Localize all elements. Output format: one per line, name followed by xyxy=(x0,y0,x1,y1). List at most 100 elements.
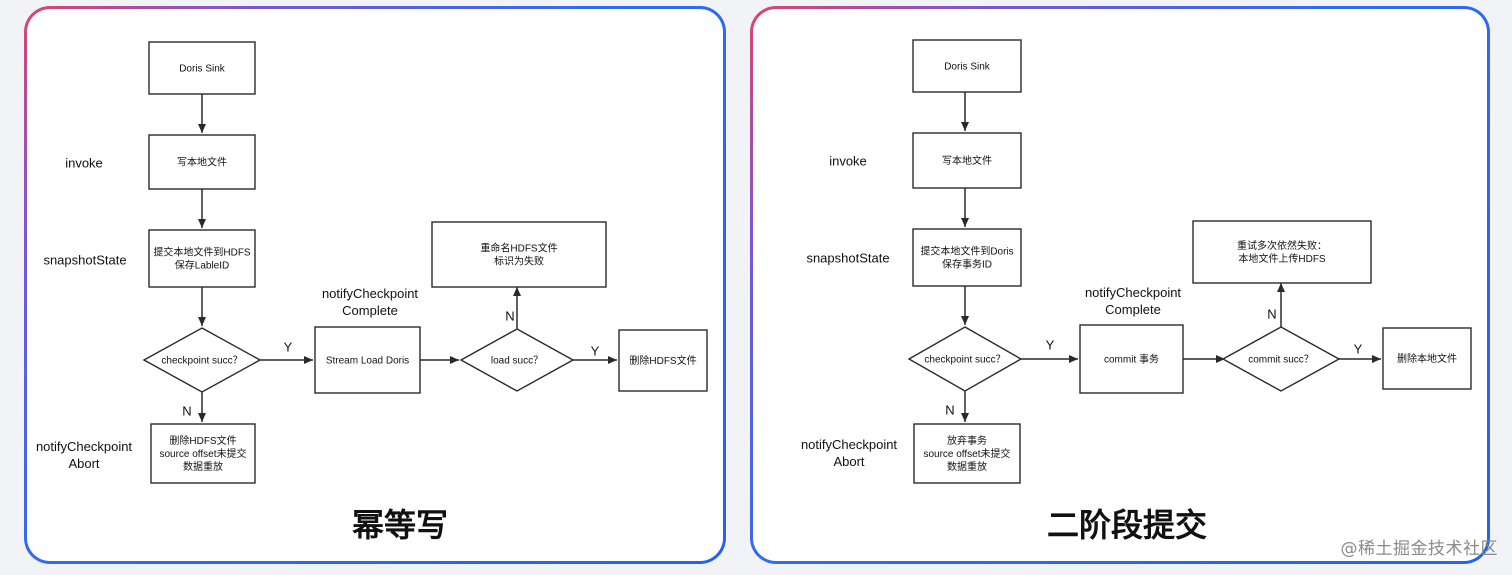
text-line: Abort xyxy=(833,454,864,469)
edge-label-n-checkpoint: N xyxy=(945,403,954,418)
edge-label-y-load: Y xyxy=(591,344,600,359)
text-line: 删除HDFS文件 xyxy=(169,434,236,447)
text-line: 幂等写 xyxy=(352,506,448,544)
text-line: Complete xyxy=(342,303,398,318)
text-line: source offset未提交 xyxy=(923,447,1010,460)
svg-text:删除本地文件: 删除本地文件 xyxy=(1397,352,1457,365)
text-line: invoke xyxy=(829,154,867,169)
panel-title-left: 幂等写 xyxy=(352,506,448,544)
text-line: N xyxy=(505,309,514,324)
text-line: Stream Load Doris xyxy=(326,356,409,367)
node-stream-load-doris: Stream Load Doris xyxy=(314,326,421,394)
text-line: notifyCheckpoint xyxy=(1085,285,1181,300)
text-line: checkpoint succ？ xyxy=(161,356,242,367)
svg-text:Doris Sink: Doris Sink xyxy=(944,62,991,73)
node-doris-sink: Doris Sink xyxy=(912,39,1022,93)
node-delete-local-file: 删除本地文件 xyxy=(1382,327,1472,390)
text-line: notifyCheckpoint xyxy=(322,286,418,301)
text-line: 二阶段提交 xyxy=(1047,506,1207,544)
edge-label-y-commit: Y xyxy=(1354,342,1363,357)
svg-text:commit succ？: commit succ？ xyxy=(1248,355,1314,366)
text-line: snapshotState xyxy=(43,253,126,268)
text-line: source offset未提交 xyxy=(159,447,246,460)
node-commit-transaction: commit 事务 xyxy=(1079,324,1184,394)
text-line: 数据重放 xyxy=(947,460,987,473)
text-line: Abort xyxy=(68,456,99,471)
text-line: Complete xyxy=(1105,302,1161,317)
text-line: Doris Sink xyxy=(179,64,226,75)
right-edges xyxy=(961,92,1381,422)
text-line: snapshotState xyxy=(806,251,889,266)
text-line: Y xyxy=(1354,342,1363,357)
svg-text:写本地文件: 写本地文件 xyxy=(177,156,227,169)
text-line: 删除本地文件 xyxy=(1397,352,1457,365)
edge-label-y-checkpoint: Y xyxy=(1046,338,1055,353)
node-checkpoint-succ: checkpoint succ？ xyxy=(907,326,1023,392)
text-line: 保存LableID xyxy=(175,259,229,272)
label-snapshot-state: snapshotState xyxy=(43,253,126,268)
node-write-local-file: 写本地文件 xyxy=(912,132,1022,189)
text-line: 写本地文件 xyxy=(177,156,227,169)
svg-text:Stream Load Doris: Stream Load Doris xyxy=(326,356,409,367)
edge-label-n-load: N xyxy=(505,309,514,324)
text-line: 重命名HDFS文件 xyxy=(480,242,557,255)
node-commit-succ: commit succ？ xyxy=(1221,326,1341,392)
node-doris-sink: Doris Sink xyxy=(148,41,256,95)
text-line: Y xyxy=(1046,338,1055,353)
svg-text:checkpoint succ？: checkpoint succ？ xyxy=(161,356,242,367)
svg-text:重试多次依然失败：本地文件上传HDFS: 重试多次依然失败：本地文件上传HDFS xyxy=(1237,239,1327,265)
text-line: N xyxy=(1267,307,1276,322)
svg-text:重命名HDFS文件标识为失败: 重命名HDFS文件标识为失败 xyxy=(480,242,557,268)
text-line: 标识为失败 xyxy=(494,255,544,268)
label-snapshot-state: snapshotState xyxy=(806,251,889,266)
text-line: N xyxy=(945,403,954,418)
edge-label-n-commit: N xyxy=(1267,307,1276,322)
edge-label-n-checkpoint: N xyxy=(182,404,191,419)
text-line: commit 事务 xyxy=(1104,353,1159,366)
node-delete-hdfs-file: 删除HDFS文件 xyxy=(618,329,708,392)
text-line: 提交本地文件到HDFS xyxy=(153,246,251,259)
text-line: commit succ？ xyxy=(1248,355,1314,366)
svg-text:写本地文件: 写本地文件 xyxy=(942,154,992,167)
edge-label-y-checkpoint: Y xyxy=(284,340,293,355)
text-line: 数据重放 xyxy=(183,460,223,473)
label-invoke: invoke xyxy=(829,154,867,169)
text-line: notifyCheckpoint xyxy=(801,437,897,452)
text-line: notifyCheckpoint xyxy=(36,439,132,454)
node-rename-hdfs-file: 重命名HDFS文件标识为失败 xyxy=(431,221,607,288)
text-line: 放弃事务 xyxy=(947,434,987,447)
text-line: load succ？ xyxy=(491,356,543,367)
svg-text:commit 事务: commit 事务 xyxy=(1104,353,1159,366)
svg-text:Doris Sink: Doris Sink xyxy=(179,64,226,75)
node-retry-upload-hdfs: 重试多次依然失败：本地文件上传HDFS xyxy=(1192,220,1372,284)
node-write-local-file: 写本地文件 xyxy=(148,134,256,190)
text-line: invoke xyxy=(65,156,103,171)
text-line: Doris Sink xyxy=(944,62,991,73)
text-line: 本地文件上传HDFS xyxy=(1238,252,1326,265)
svg-text:删除HDFS文件: 删除HDFS文件 xyxy=(629,354,696,367)
text-line: 写本地文件 xyxy=(942,154,992,167)
left-edges xyxy=(198,94,617,422)
svg-text:checkpoint succ？: checkpoint succ？ xyxy=(924,355,1005,366)
text-line: N xyxy=(182,404,191,419)
text-line: 重试多次依然失败： xyxy=(1237,239,1327,252)
watermark: @稀土掘金技术社区 xyxy=(1340,539,1498,559)
panel-title-right: 二阶段提交 xyxy=(1047,506,1207,544)
label-invoke: invoke xyxy=(65,156,103,171)
